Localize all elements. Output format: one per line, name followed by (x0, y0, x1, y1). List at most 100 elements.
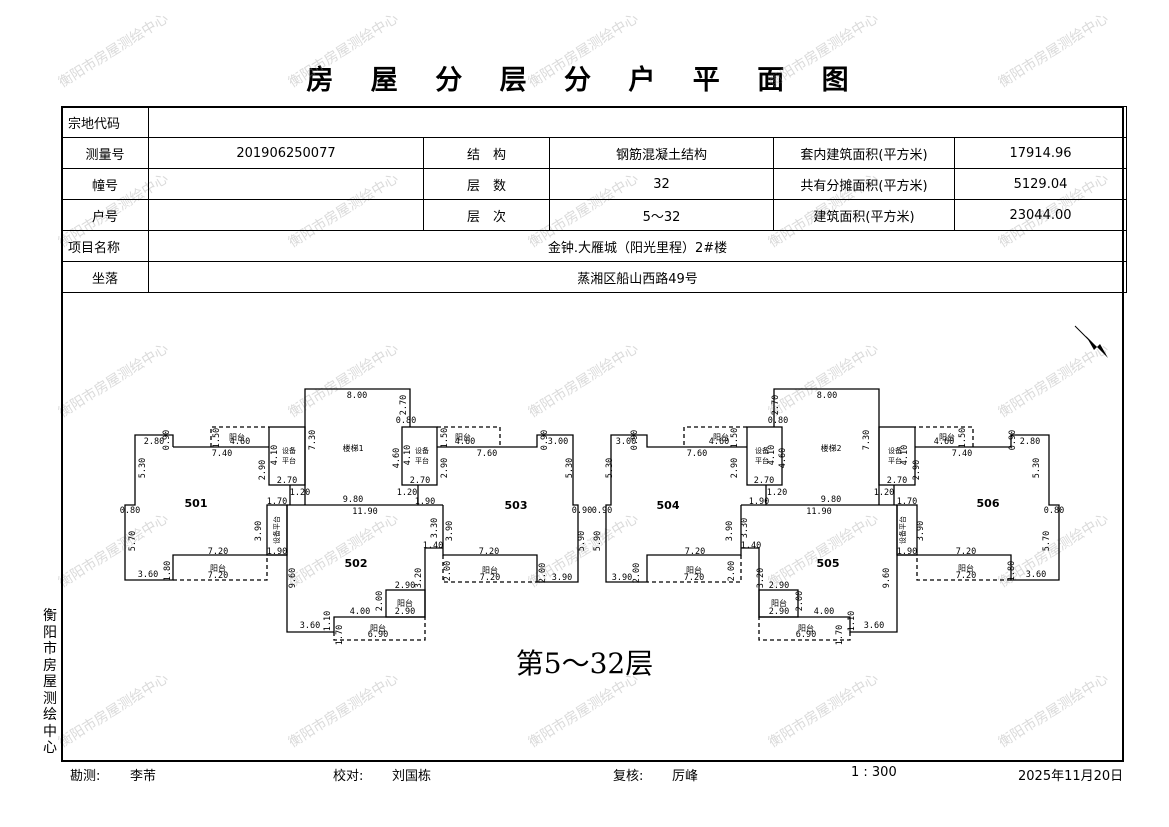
dimension-label: 6.90 (796, 630, 816, 640)
dimension-label: 3.60 (1026, 570, 1046, 580)
dimension-label: 2.00 (375, 591, 385, 611)
balcony-label: 阳台 (713, 432, 729, 442)
dimension-label: 7.20 (684, 573, 704, 583)
dimension-label: 7.40 (212, 449, 232, 459)
dimension-label: 7.20 (956, 571, 976, 581)
dimension-label: 6.90 (368, 630, 388, 640)
reviewer: 厉峰 (672, 769, 699, 784)
dimension-label: 7.20 (208, 547, 228, 557)
dimension-label: 4.10 (900, 445, 910, 465)
dimension-label: 7.20 (480, 573, 500, 583)
building-no-value (148, 168, 424, 200)
dimension-label: 2.70 (277, 476, 297, 486)
scale: 1 : 300 (851, 765, 897, 780)
inner-area-value: 17914.96 (954, 137, 1127, 169)
survey-no-label: 测量号 (61, 137, 149, 169)
dimension-label: 7.30 (308, 430, 318, 450)
side-label: 衡阳市房屋测绘中心 (43, 608, 57, 756)
dimension-label: 1.70 (897, 497, 917, 507)
balcony-label: 阳台 (397, 598, 413, 608)
balcony-label: 阳台 (482, 565, 498, 575)
dimension-label: 2.80 (1020, 437, 1040, 447)
dimension-label: 5.30 (138, 458, 148, 478)
dimension-label: 4.00 (814, 607, 834, 617)
dimension-label: 9.60 (288, 568, 298, 588)
dimension-label: 1.20 (397, 488, 417, 498)
checker: 刘国栋 (392, 769, 432, 784)
dimension-label: 3.30 (430, 518, 440, 538)
dimension-label: 3.00 (548, 437, 568, 447)
dimension-label: 3.90 (916, 521, 926, 541)
page-title: 房 屋 分 层 分 户 平 面 图 (306, 65, 863, 96)
dimension-label: 7.40 (952, 449, 972, 459)
dimension-label: 2.90 (912, 460, 922, 480)
floor-label: 第5～32层 (515, 647, 654, 680)
north-arrow-icon (1074, 325, 1108, 358)
dimension-label: 9.60 (882, 568, 892, 588)
balcony-label: 阳台 (939, 432, 955, 442)
dimension-label: 1.20 (767, 488, 787, 498)
unit-label: 502 (345, 557, 368, 570)
location-value: 蒸湘区船山西路49号 (148, 261, 1127, 293)
dimension-label: 1.70 (267, 497, 287, 507)
unit-label: 504 (657, 499, 680, 512)
dimension-label: 5.30 (565, 458, 575, 478)
dimension-label: 2.70 (754, 476, 774, 486)
dimension-label: 1.70 (335, 625, 345, 645)
unit-label: 503 (505, 499, 528, 512)
dimension-label: 7.30 (862, 430, 872, 450)
dimension-label: 7.60 (687, 449, 707, 459)
dimension-label: 3.90 (612, 573, 632, 583)
device-platform-label: 设备 (888, 446, 902, 455)
shared-area-label: 共有分摊面积(平方米) (773, 168, 955, 200)
dimension-label: 5.90 (593, 531, 603, 551)
dimension-label: 7.20 (956, 547, 976, 557)
dimension-label: 1.80 (1007, 561, 1017, 581)
dimension-label: 1.50 (730, 428, 740, 448)
dimension-label: 2.90 (395, 581, 415, 591)
shared-area-value: 5129.04 (954, 168, 1127, 200)
dimension-label: 3.60 (864, 621, 884, 631)
dimension-label: 9.80 (821, 495, 841, 505)
dimension-label: 0.80 (396, 416, 416, 426)
device-platform-label: 平台 (415, 456, 429, 465)
dimension-label: 2.00 (795, 591, 805, 611)
dimension-label: 9.80 (343, 495, 363, 505)
device-platform-label: 平台 (888, 456, 902, 465)
device-platform-label: 设备 (755, 446, 769, 455)
dimension-label: 4.60 (392, 448, 402, 468)
dimension-label: 8.00 (347, 391, 367, 401)
unit-label: 501 (185, 497, 208, 510)
date: 2025年11月20日 (1018, 769, 1124, 784)
dimension-label: 0.90 (572, 506, 592, 516)
floors-value: 32 (549, 168, 774, 200)
stair-label: 楼梯1 (343, 443, 364, 453)
stair-label: 楼梯2 (821, 443, 842, 453)
reviewer-label: 复核: (613, 769, 644, 784)
device-platform-label: 设备平台 (898, 516, 907, 544)
dimension-label: 1.90 (415, 497, 435, 507)
total-area-value: 23044.00 (954, 199, 1127, 231)
dimension-label: 5.90 (577, 531, 587, 551)
dimension-label: 2.80 (144, 437, 164, 447)
dimension-label: 7.20 (479, 547, 499, 557)
project-label: 项目名称 (61, 230, 149, 262)
dimension-label: 4.60 (709, 437, 729, 447)
device-platform-label: 平台 (755, 456, 769, 465)
dimension-label: 4.10 (767, 445, 777, 465)
dimension-label: 1.40 (423, 541, 443, 551)
dimension-label: 1.50 (958, 428, 968, 448)
dimension-label: 4.60 (778, 448, 788, 468)
balcony-label: 阳台 (798, 623, 814, 633)
building-no-label: 幢号 (61, 168, 149, 200)
unit-label: 505 (817, 557, 840, 570)
dimension-label: 0.90 (630, 430, 640, 450)
dimension-label: 5.70 (128, 531, 138, 551)
dimension-label: 0.80 (1044, 506, 1064, 516)
unit-label: 506 (977, 497, 1000, 510)
project-value: 金钟.大雁城（阳光里程）2#楼 (148, 230, 1127, 262)
dimension-label: 4.10 (403, 445, 413, 465)
dimension-label: 3.90 (552, 573, 572, 583)
